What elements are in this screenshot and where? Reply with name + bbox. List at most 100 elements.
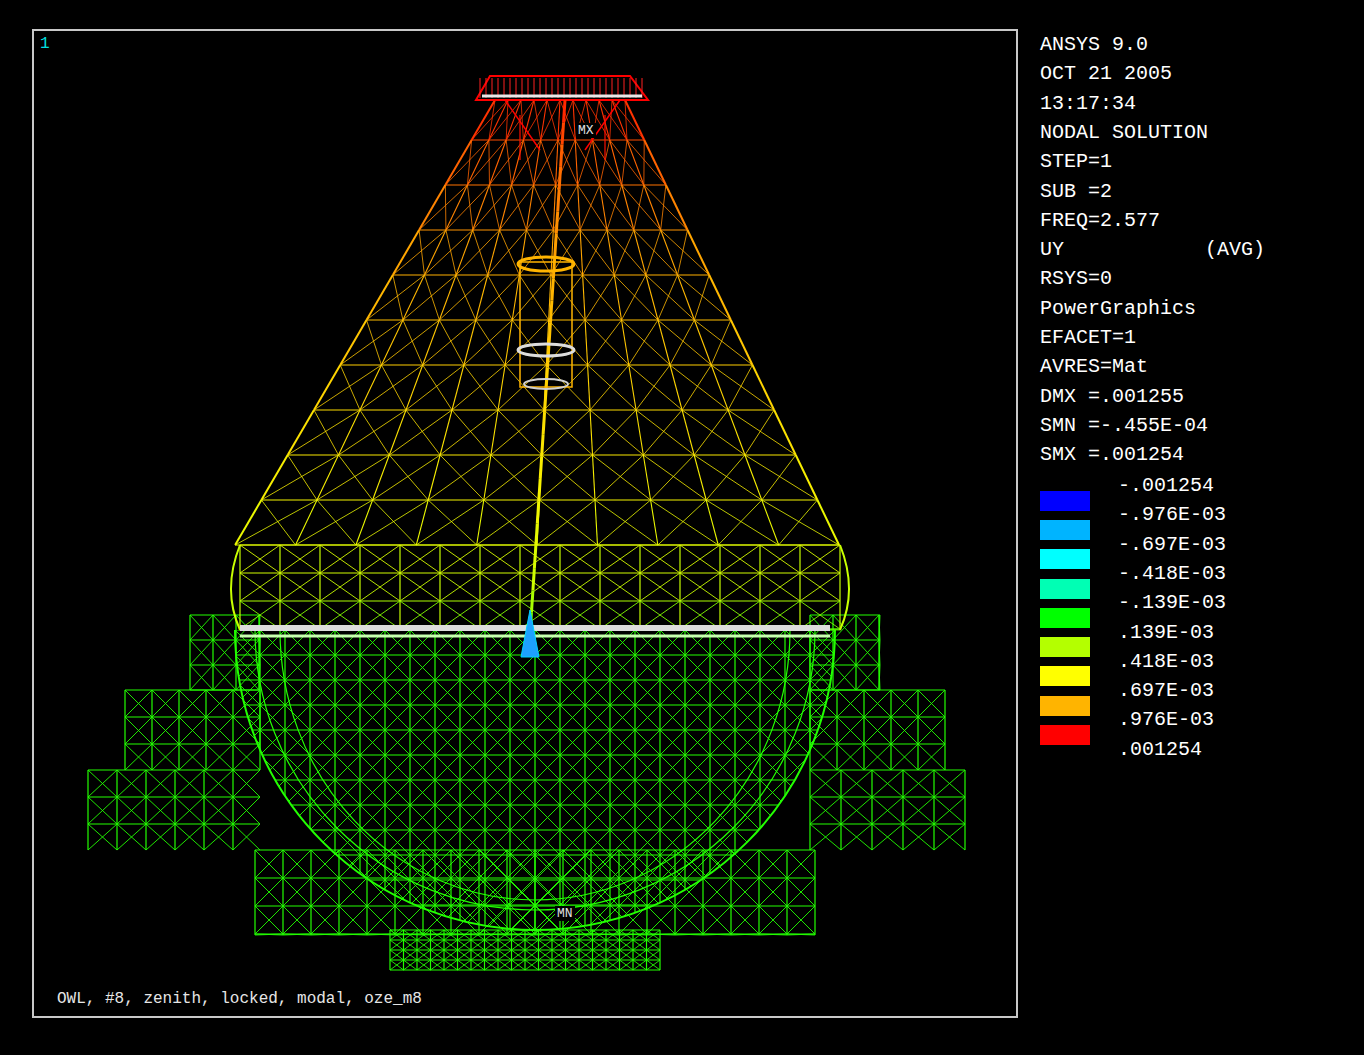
truss-member: [551, 275, 585, 320]
truss-member: [419, 185, 445, 230]
truss-member: [340, 320, 366, 365]
truss-member: [410, 730, 435, 755]
truss-member: [510, 830, 535, 855]
truss-member: [435, 755, 460, 780]
truss-member: [680, 573, 720, 601]
truss-member: [535, 755, 560, 780]
truss-member: [451, 850, 479, 878]
truss-member: [525, 960, 539, 970]
truss-member: [758, 850, 759, 935]
truss-member: [558, 100, 573, 140]
truss-member: [435, 730, 460, 755]
truss-member: [435, 680, 460, 705]
truss-member: [612, 100, 644, 140]
truss-member: [710, 730, 735, 755]
truss-member: [539, 960, 553, 970]
truss-member: [647, 878, 675, 906]
truss-member: [800, 573, 840, 601]
truss-member: [542, 434, 543, 456]
truss-member: [296, 500, 373, 545]
truss-member: [190, 640, 213, 665]
truss-member: [117, 770, 146, 797]
truss-member: [675, 934, 703, 935]
truss-member: [593, 410, 637, 455]
truss-member: [710, 630, 735, 655]
truss-member: [485, 655, 510, 680]
truss-member: [682, 365, 711, 410]
truss-member: [539, 930, 553, 940]
truss-member: [760, 755, 785, 780]
truss-member: [445, 140, 489, 185]
truss-member: [627, 140, 666, 185]
truss-member: [810, 744, 837, 770]
truss-member: [410, 655, 435, 680]
truss-member: [525, 960, 539, 970]
truss-member: [604, 115, 605, 160]
truss-member: [872, 797, 903, 824]
truss-member: [785, 730, 810, 755]
truss-member: [417, 960, 431, 970]
truss-member: [685, 755, 710, 780]
truss-member: [340, 365, 360, 410]
truss-member: [651, 455, 695, 500]
truss-member: [534, 185, 554, 230]
truss-member: [283, 906, 311, 934]
truss-member: [760, 630, 785, 655]
truss-member: [485, 705, 510, 730]
truss-member: [891, 717, 918, 744]
truss-member: [459, 630, 460, 935]
truss-member: [404, 960, 418, 970]
truss-member: [537, 500, 595, 545]
truss-member: [706, 500, 778, 545]
truss-member: [410, 705, 435, 730]
truss-member: [864, 690, 891, 717]
truss-member: [260, 805, 285, 830]
truss-member: [206, 690, 233, 717]
truss-member: [417, 950, 431, 960]
truss-member: [235, 805, 260, 830]
truss-member: [556, 211, 557, 233]
legend-value: .139E-03: [1118, 623, 1214, 643]
truss-member: [832, 615, 833, 690]
truss-member: [385, 655, 410, 680]
truss-member: [658, 500, 706, 545]
truss-member: [660, 655, 685, 680]
truss-member: [566, 950, 580, 960]
truss-member: [541, 140, 556, 185]
truss-member: [367, 878, 395, 906]
plot-frame: [33, 30, 1017, 1017]
truss-member: [310, 630, 335, 655]
truss-member: [464, 320, 476, 365]
truss-member: [489, 140, 506, 185]
truss-member: [918, 717, 945, 744]
truss-member: [643, 410, 682, 455]
truss-member: [837, 717, 864, 744]
truss-member: [610, 780, 635, 805]
truss-member: [560, 680, 585, 705]
truss-member: [510, 730, 535, 755]
truss-member: [647, 878, 675, 906]
truss-member: [310, 755, 335, 780]
truss-member: [760, 755, 785, 780]
truss-member: [659, 630, 660, 935]
truss-member: [534, 630, 535, 935]
truss-member: [507, 878, 535, 906]
truss-member: [410, 680, 435, 705]
header-line: ANSYS 9.0: [1040, 35, 1148, 55]
truss-member: [260, 730, 285, 755]
truss-member: [471, 940, 485, 950]
truss-member: [633, 960, 647, 970]
truss-member: [710, 805, 735, 830]
truss-member: [810, 640, 833, 665]
truss-member: [284, 630, 285, 935]
truss-member: [444, 940, 458, 950]
truss-member: [320, 545, 360, 573]
truss-member: [799, 545, 800, 630]
truss-member: [485, 630, 510, 655]
truss-member: [610, 830, 635, 855]
truss-member: [340, 320, 403, 365]
truss-member: [507, 850, 535, 878]
truss-member: [235, 905, 260, 930]
truss-member: [285, 630, 310, 655]
truss-member: [485, 680, 510, 705]
